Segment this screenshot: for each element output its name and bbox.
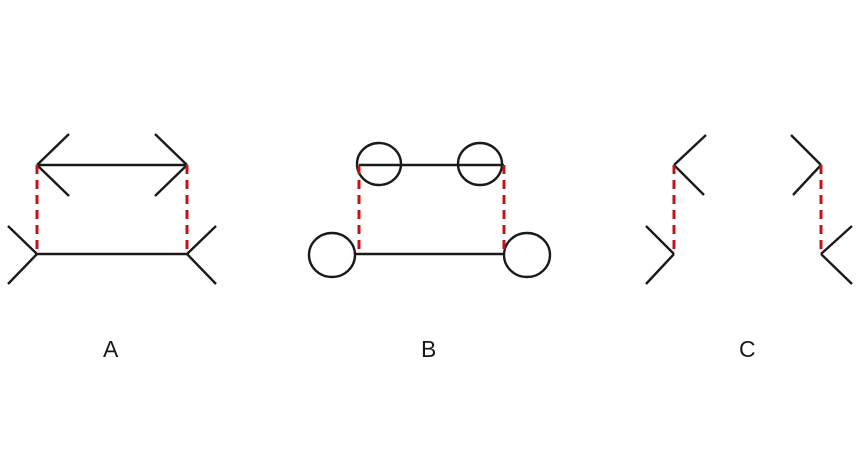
panel-c-left-chevrons [645, 134, 707, 285]
panel-a [7, 133, 217, 285]
panel-a-label: A [103, 336, 119, 362]
panel-c-upper-left-chevron-top-arm [673, 134, 707, 166]
panel-b-top-right-circle [456, 141, 504, 187]
panel-a-bottom-left-fin-upper [7, 225, 38, 255]
panel-a-top-line-inward-arrows [36, 133, 188, 197]
panel-b-top-line-inner-circles [355, 141, 504, 187]
panel-a-bottom-right-fin-upper [186, 225, 217, 255]
panel-c-upper-right-chevron-bottom-arm [792, 164, 822, 196]
panel-c [645, 134, 853, 285]
panel-c-lower-left-chevron-bottom-arm [645, 253, 675, 285]
panel-a-top-right-arrowhead-lower [154, 164, 188, 197]
panel-a-top-right-arrowhead-upper [154, 133, 188, 166]
panel-c-label: C [739, 336, 756, 362]
panel-c-upper-left-chevron-bottom-arm [673, 164, 705, 196]
panel-c-lower-right-chevron-bottom-arm [820, 253, 853, 285]
panel-a-top-left-arrowhead-upper [36, 133, 70, 166]
panel-a-bottom-right-fin-lower [186, 253, 217, 285]
panel-b-label: B [421, 336, 437, 362]
panel-c-lower-right-chevron-top-arm [820, 225, 853, 255]
panel-a-bottom-line-outward-fins [7, 225, 217, 285]
panel-b-bottom-left-circle [307, 231, 357, 279]
panel-c-upper-right-chevron-top-arm [790, 134, 822, 166]
panel-b-bottom-line-outer-circles [307, 231, 552, 279]
panel-b-bottom-right-circle [502, 231, 552, 279]
panel-c-right-chevrons [790, 134, 853, 285]
panel-a-top-left-arrowhead-lower [36, 164, 70, 197]
panel-a-bottom-left-fin-lower [7, 253, 38, 285]
panel-b [307, 141, 552, 279]
panel-c-lower-left-chevron-top-arm [645, 225, 675, 255]
panel-b-top-left-circle [355, 141, 403, 187]
